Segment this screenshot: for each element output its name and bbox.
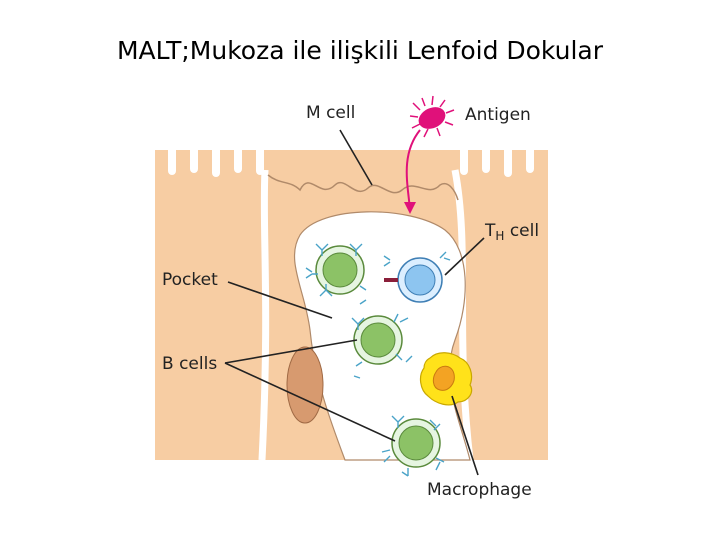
th-b-receptor — [384, 278, 398, 282]
label-b-cells: B cells — [162, 354, 217, 374]
b-cell-bottom — [391, 418, 441, 468]
label-macrophage: Macrophage — [427, 480, 532, 500]
b-cell-top — [315, 245, 365, 295]
epithelial-nucleus — [286, 346, 324, 424]
label-antigen: Antigen — [465, 105, 531, 125]
label-pocket: Pocket — [162, 270, 218, 290]
leader-lines — [224, 129, 485, 476]
th-cell — [397, 257, 443, 303]
microvilli — [155, 140, 548, 177]
antibodies — [305, 243, 451, 477]
m-cell-membrane — [267, 174, 459, 201]
slide-title: MALT;Mukoza ile ilişkili Lenfoid Dokular — [116, 36, 604, 65]
macrophage — [419, 352, 473, 406]
label-m-cell: M cell — [306, 103, 355, 123]
antigen-icon — [409, 95, 455, 138]
b-cell-middle — [353, 315, 403, 365]
antigen-arrowhead — [404, 202, 416, 214]
label-th-cell: TH cell — [484, 221, 539, 243]
